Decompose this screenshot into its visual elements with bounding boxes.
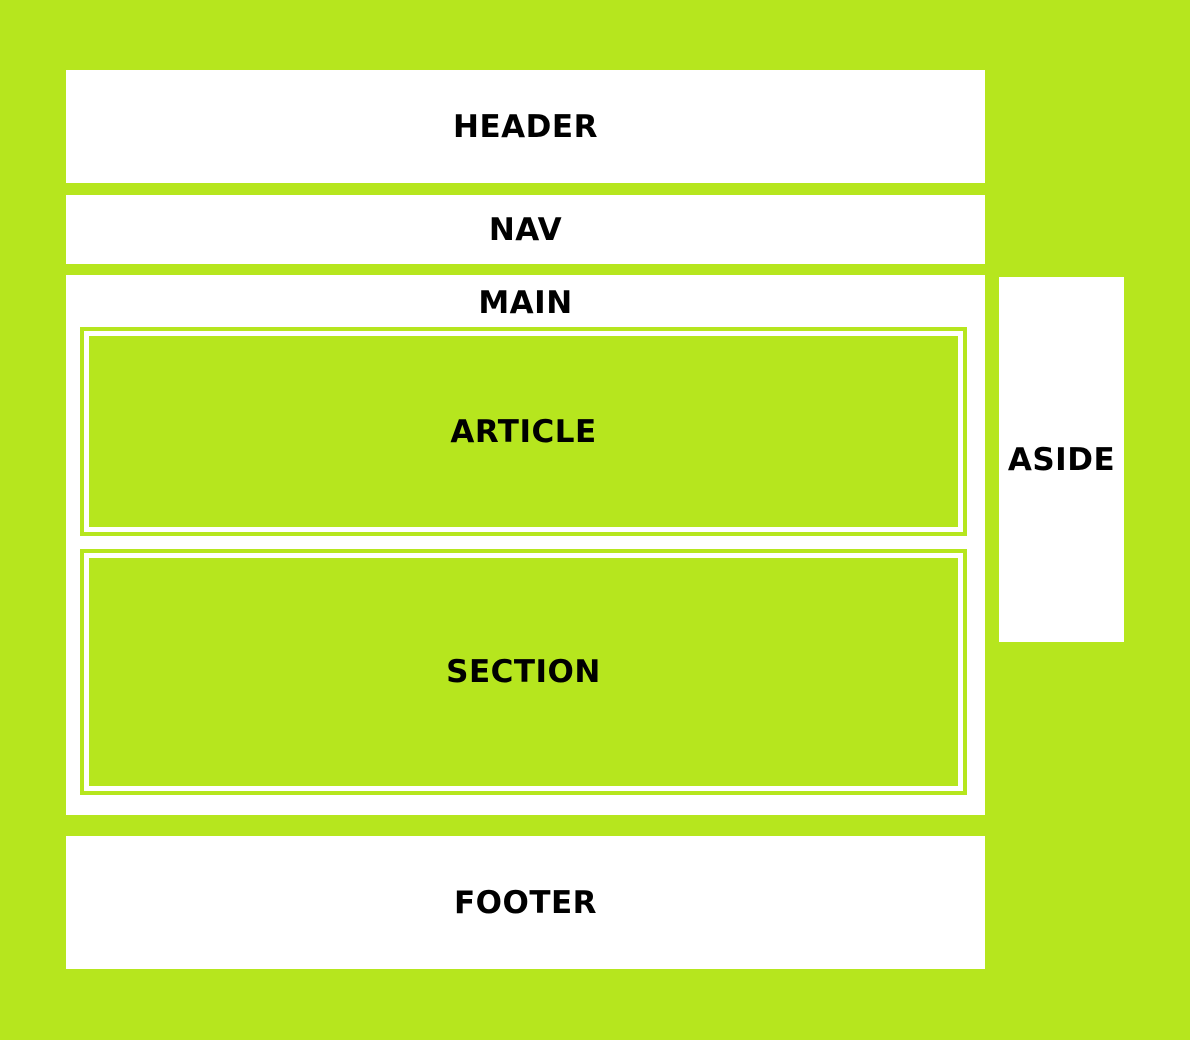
nav-block: NAV xyxy=(66,195,985,264)
aside-label: ASIDE xyxy=(1007,441,1116,478)
header-block: HEADER xyxy=(66,70,985,183)
article-label: ARTICLE xyxy=(450,413,597,450)
nav-label: NAV xyxy=(488,211,563,248)
article-fill: ARTICLE xyxy=(87,334,960,529)
footer-label: FOOTER xyxy=(453,884,598,921)
main-label: MAIN xyxy=(478,285,573,321)
aside-block: ASIDE xyxy=(999,277,1124,642)
section-block: SECTION xyxy=(80,549,967,795)
footer-block: FOOTER xyxy=(66,836,985,969)
main-block: MAIN ARTICLE SECTION xyxy=(66,275,985,815)
section-fill: SECTION xyxy=(87,556,960,788)
article-block: ARTICLE xyxy=(80,327,967,536)
header-label: HEADER xyxy=(453,108,598,145)
section-label: SECTION xyxy=(446,654,601,690)
